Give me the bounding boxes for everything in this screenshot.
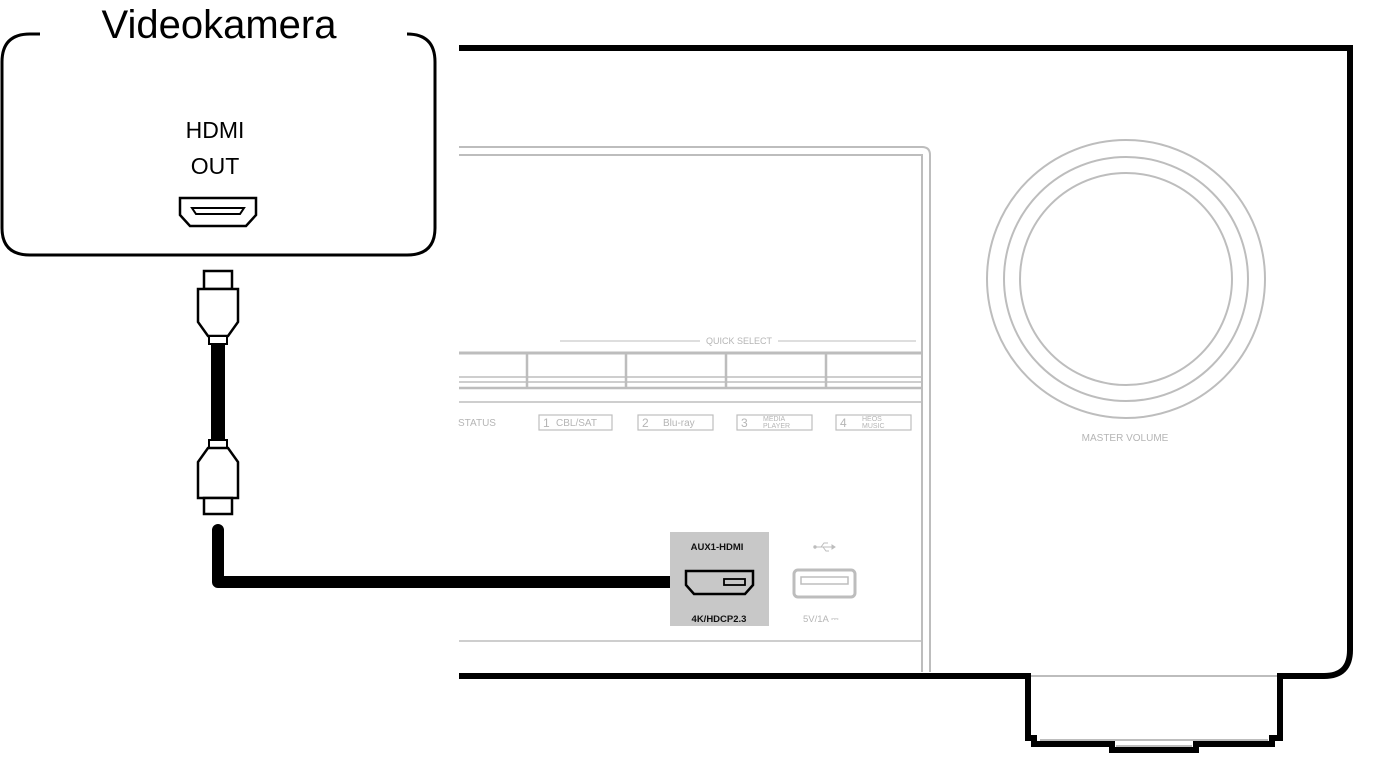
quick-select-button-4[interactable]: 4 HEOS MUSIC <box>835 414 912 431</box>
source-device-title: Videokamera <box>102 3 338 47</box>
quick-select-label-text: CBL/SAT <box>556 418 597 429</box>
quick-select-number: 1 <box>543 416 550 430</box>
quick-select-button-1[interactable]: 1 CBL/SAT <box>538 414 613 431</box>
hdmi-input-spec: 4K/HDCP2.3 <box>692 614 747 625</box>
quick-select-label-text-2: PLAYER <box>763 423 790 430</box>
quick-select-button-3[interactable]: 3 MEDIA PLAYER <box>736 414 813 431</box>
master-volume-label: MASTER VOLUME <box>1082 433 1169 444</box>
quick-select-number: 4 <box>840 416 847 430</box>
hdmi-port-icon <box>684 569 755 596</box>
receiver-body <box>459 45 1353 753</box>
quick-select-label-text: MEDIA <box>763 416 786 423</box>
hdmi-port-icon <box>178 196 258 228</box>
hdmi-cable-icon <box>196 269 718 588</box>
aux1-hdmi-input[interactable]: AUX1-HDMI 4K/HDCP2.3 <box>670 532 769 626</box>
front-panel <box>459 146 931 672</box>
port-label-out: OUT <box>191 153 240 179</box>
quick-select-label-text: Blu-ray <box>663 418 695 429</box>
usb-power-label: 5V/1A ⎓ <box>803 614 839 625</box>
quick-select-number: 3 <box>741 416 748 430</box>
status-label: STATUS <box>458 418 496 429</box>
master-volume-knob[interactable] <box>986 139 1266 419</box>
usb-icon <box>813 542 836 552</box>
port-label-hdmi: HDMI <box>186 117 245 143</box>
hdmi-input-label: AUX1-HDMI <box>691 542 744 553</box>
quick-select-label-text-2: MUSIC <box>862 423 885 430</box>
source-device-box: Videokamera HDMI OUT <box>0 3 437 257</box>
usb-port[interactable]: 5V/1A ⎓ <box>792 542 857 625</box>
quick-select-number: 2 <box>642 416 649 430</box>
quick-select-button-2[interactable]: 2 Blu-ray <box>637 414 714 431</box>
quick-select-label: QUICK SELECT <box>706 336 773 346</box>
quick-select-label-text: HEOS <box>862 416 882 423</box>
